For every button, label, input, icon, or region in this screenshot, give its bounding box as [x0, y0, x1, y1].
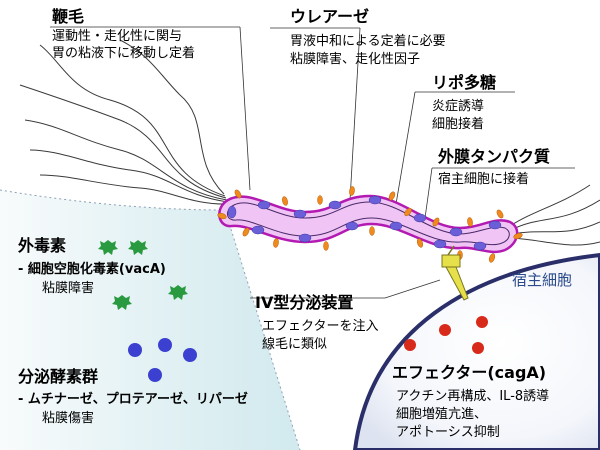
- enzymes-title: 分泌酵素群: [18, 367, 99, 386]
- secretion-zone: [0, 190, 300, 450]
- lps-molecules: [217, 186, 523, 263]
- exotoxin-desc-1: - 細胞空胞化毒素(vacA): [18, 262, 166, 277]
- bacterium-inner-membrane: [227, 201, 510, 246]
- urease-desc-2: 粘膜障害、走化性因子: [290, 52, 421, 67]
- t4ss-desc-2: 線毛に類似: [262, 337, 328, 352]
- enzymes-desc-1: - ムチナーゼ、プロテアーゼ、リパーゼ: [18, 392, 248, 407]
- exotoxin-title: 外毒素: [18, 236, 67, 255]
- flagella-desc-1: 運動性・走化性に関与: [52, 29, 183, 44]
- effector-molecules: [404, 316, 488, 354]
- toxin-molecules: [98, 240, 188, 310]
- lps-title: リポ多糖: [432, 73, 497, 92]
- bacterium-body: [218, 194, 519, 254]
- t4ss-desc-1: エフェクターを注入: [262, 319, 379, 334]
- urease-desc-1: 胃液中和による定着に必要: [290, 34, 446, 49]
- effector-desc-3: アポトーシス抑制: [396, 425, 500, 440]
- host-cell-title: 宿主細胞: [512, 271, 573, 289]
- lps-desc-2: 細胞接着: [432, 117, 485, 132]
- urease-title: ウレアーゼ: [290, 7, 370, 26]
- effector-desc-2: 細胞増殖亢進、: [396, 407, 488, 422]
- leader-lines: [50, 26, 575, 299]
- effector-desc-1: アクチン再構成、IL-8誘導: [396, 389, 550, 404]
- outer-membrane-proteins: [227, 195, 502, 251]
- secretion-zone-edge-2: [224, 209, 301, 450]
- t4ss-apparatus: [441, 245, 469, 301]
- omp-title: 外膜タンパク質: [438, 147, 551, 166]
- flagella: [19, 39, 600, 246]
- omp-desc-1: 宿主細胞に接着: [438, 172, 530, 187]
- flagella-desc-2: 胃の粘液下に移動し定着: [52, 46, 196, 61]
- flagella-title: 鞭毛: [52, 7, 85, 26]
- effector-title: エフェクター(cagA): [392, 363, 547, 382]
- exotoxin-desc-2: 粘膜障害: [42, 281, 95, 296]
- lps-desc-1: 炎症誘導: [432, 99, 485, 114]
- t4ss-title: IV型分泌装置: [255, 293, 354, 312]
- enzymes-desc-2: 粘膜傷害: [42, 411, 95, 426]
- enzyme-molecules: [128, 338, 197, 382]
